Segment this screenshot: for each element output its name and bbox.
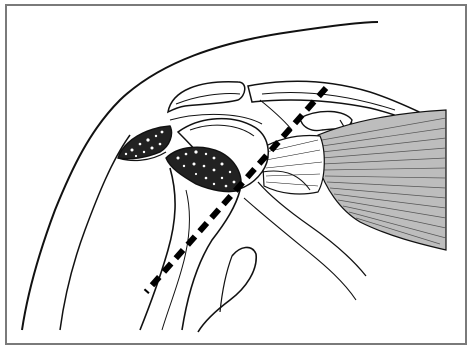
capsule-line-2	[260, 100, 292, 130]
acromion	[168, 82, 245, 112]
tendon	[262, 136, 324, 195]
axillary-fold	[198, 247, 256, 332]
subcutaneous-contour	[60, 135, 130, 330]
humeral-shaft-right	[182, 190, 240, 330]
